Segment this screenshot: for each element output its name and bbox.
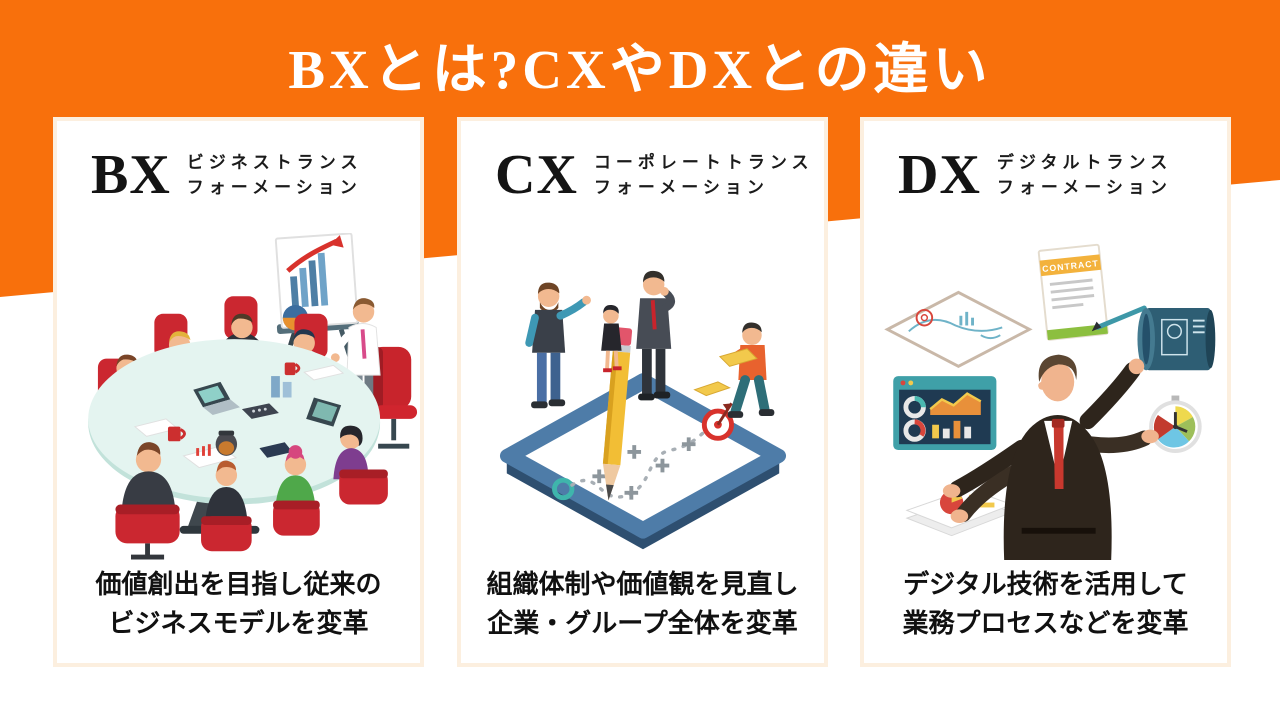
card-cx-label-line2: フォーメーション — [593, 178, 769, 197]
card-dx-caption-line2: 業務プロセスなどを変革 — [902, 608, 1189, 638]
card-cx-acronym: CX — [495, 144, 578, 206]
card-cx-caption-line1: 組織体制や価値観を見直し — [486, 569, 799, 599]
card-dx-caption-line1: デジタル技術を活用して — [903, 569, 1188, 599]
pencil — [602, 327, 632, 501]
card-bx-label: ビジネストランス フォーメーション — [187, 150, 363, 201]
card-cx-illustration-area — [461, 227, 824, 567]
card-dx-label-line1: デジタルトランス — [996, 152, 1173, 172]
figure-on-pencil — [600, 304, 622, 373]
figure-carrying-folder — [718, 322, 774, 418]
card-dx: DX デジタルトランス フォーメーション — [860, 117, 1231, 667]
tablet — [499, 373, 786, 550]
card-bx: BX ビジネストランス フォーメーション — [53, 117, 424, 667]
meeting-illustration — [87, 233, 417, 560]
card-dx-acronym: DX — [898, 144, 981, 206]
sketch-sheet — [883, 290, 1033, 368]
tablet-roadmap-illustration — [499, 270, 786, 550]
card-bx-label-line1: ビジネストランス — [186, 152, 363, 172]
attendees-near — [114, 425, 388, 560]
pen — [1091, 305, 1147, 332]
card-dx-label-line2: フォーメーション — [996, 178, 1172, 197]
page-title: BXとは?CXやDXとの違い — [288, 39, 992, 100]
card-dx-label: デジタルトランス フォーメーション — [997, 150, 1172, 201]
route-plan — [551, 381, 734, 501]
card-cx-caption: 組織体制や価値観を見直し 企業・グループ全体を変革 — [461, 565, 824, 643]
card-bx-header: BX ビジネストランス フォーメーション — [57, 121, 420, 203]
figure-suit — [635, 270, 675, 401]
contract-document: CONTRACT — [1037, 243, 1109, 341]
digital-tools-illustration: CONTRACT — [883, 243, 1215, 560]
card-cx-caption-line2: 企業・グループ全体を変革 — [487, 608, 798, 638]
card-dx-illustration-area: CONTRACT — [864, 227, 1227, 567]
dashboard-screen — [892, 376, 996, 451]
businessman — [942, 354, 1159, 560]
card-cx-label: コーポレートトランス フォーメーション — [594, 150, 814, 201]
card-bx-acronym: BX — [91, 144, 171, 206]
card-cx: CX コーポレートトランス フォーメーション — [457, 117, 828, 667]
card-bx-label-line2: フォーメーション — [186, 178, 362, 197]
card-bx-caption-line1: 価値創出を目指し従来の — [95, 569, 382, 599]
blueprint-scroll — [1136, 307, 1215, 371]
table-items — [133, 362, 344, 469]
card-bx-illustration-area — [57, 227, 420, 567]
meeting-table — [87, 339, 380, 534]
card-dx-header: DX デジタルトランス フォーメーション — [864, 121, 1227, 203]
card-bx-caption: 価値創出を目指し従来の ビジネスモデルを変革 — [57, 565, 420, 643]
card-cx-header: CX コーポレートトランス フォーメーション — [461, 121, 824, 203]
card-bx-caption-line2: ビジネスモデルを変革 — [108, 608, 369, 638]
card-cx-label-line1: コーポレートトランス — [593, 152, 814, 172]
figure-gesturing — [524, 282, 591, 409]
card-dx-caption: デジタル技術を活用して 業務プロセスなどを変革 — [864, 565, 1227, 643]
clock — [1148, 395, 1202, 453]
